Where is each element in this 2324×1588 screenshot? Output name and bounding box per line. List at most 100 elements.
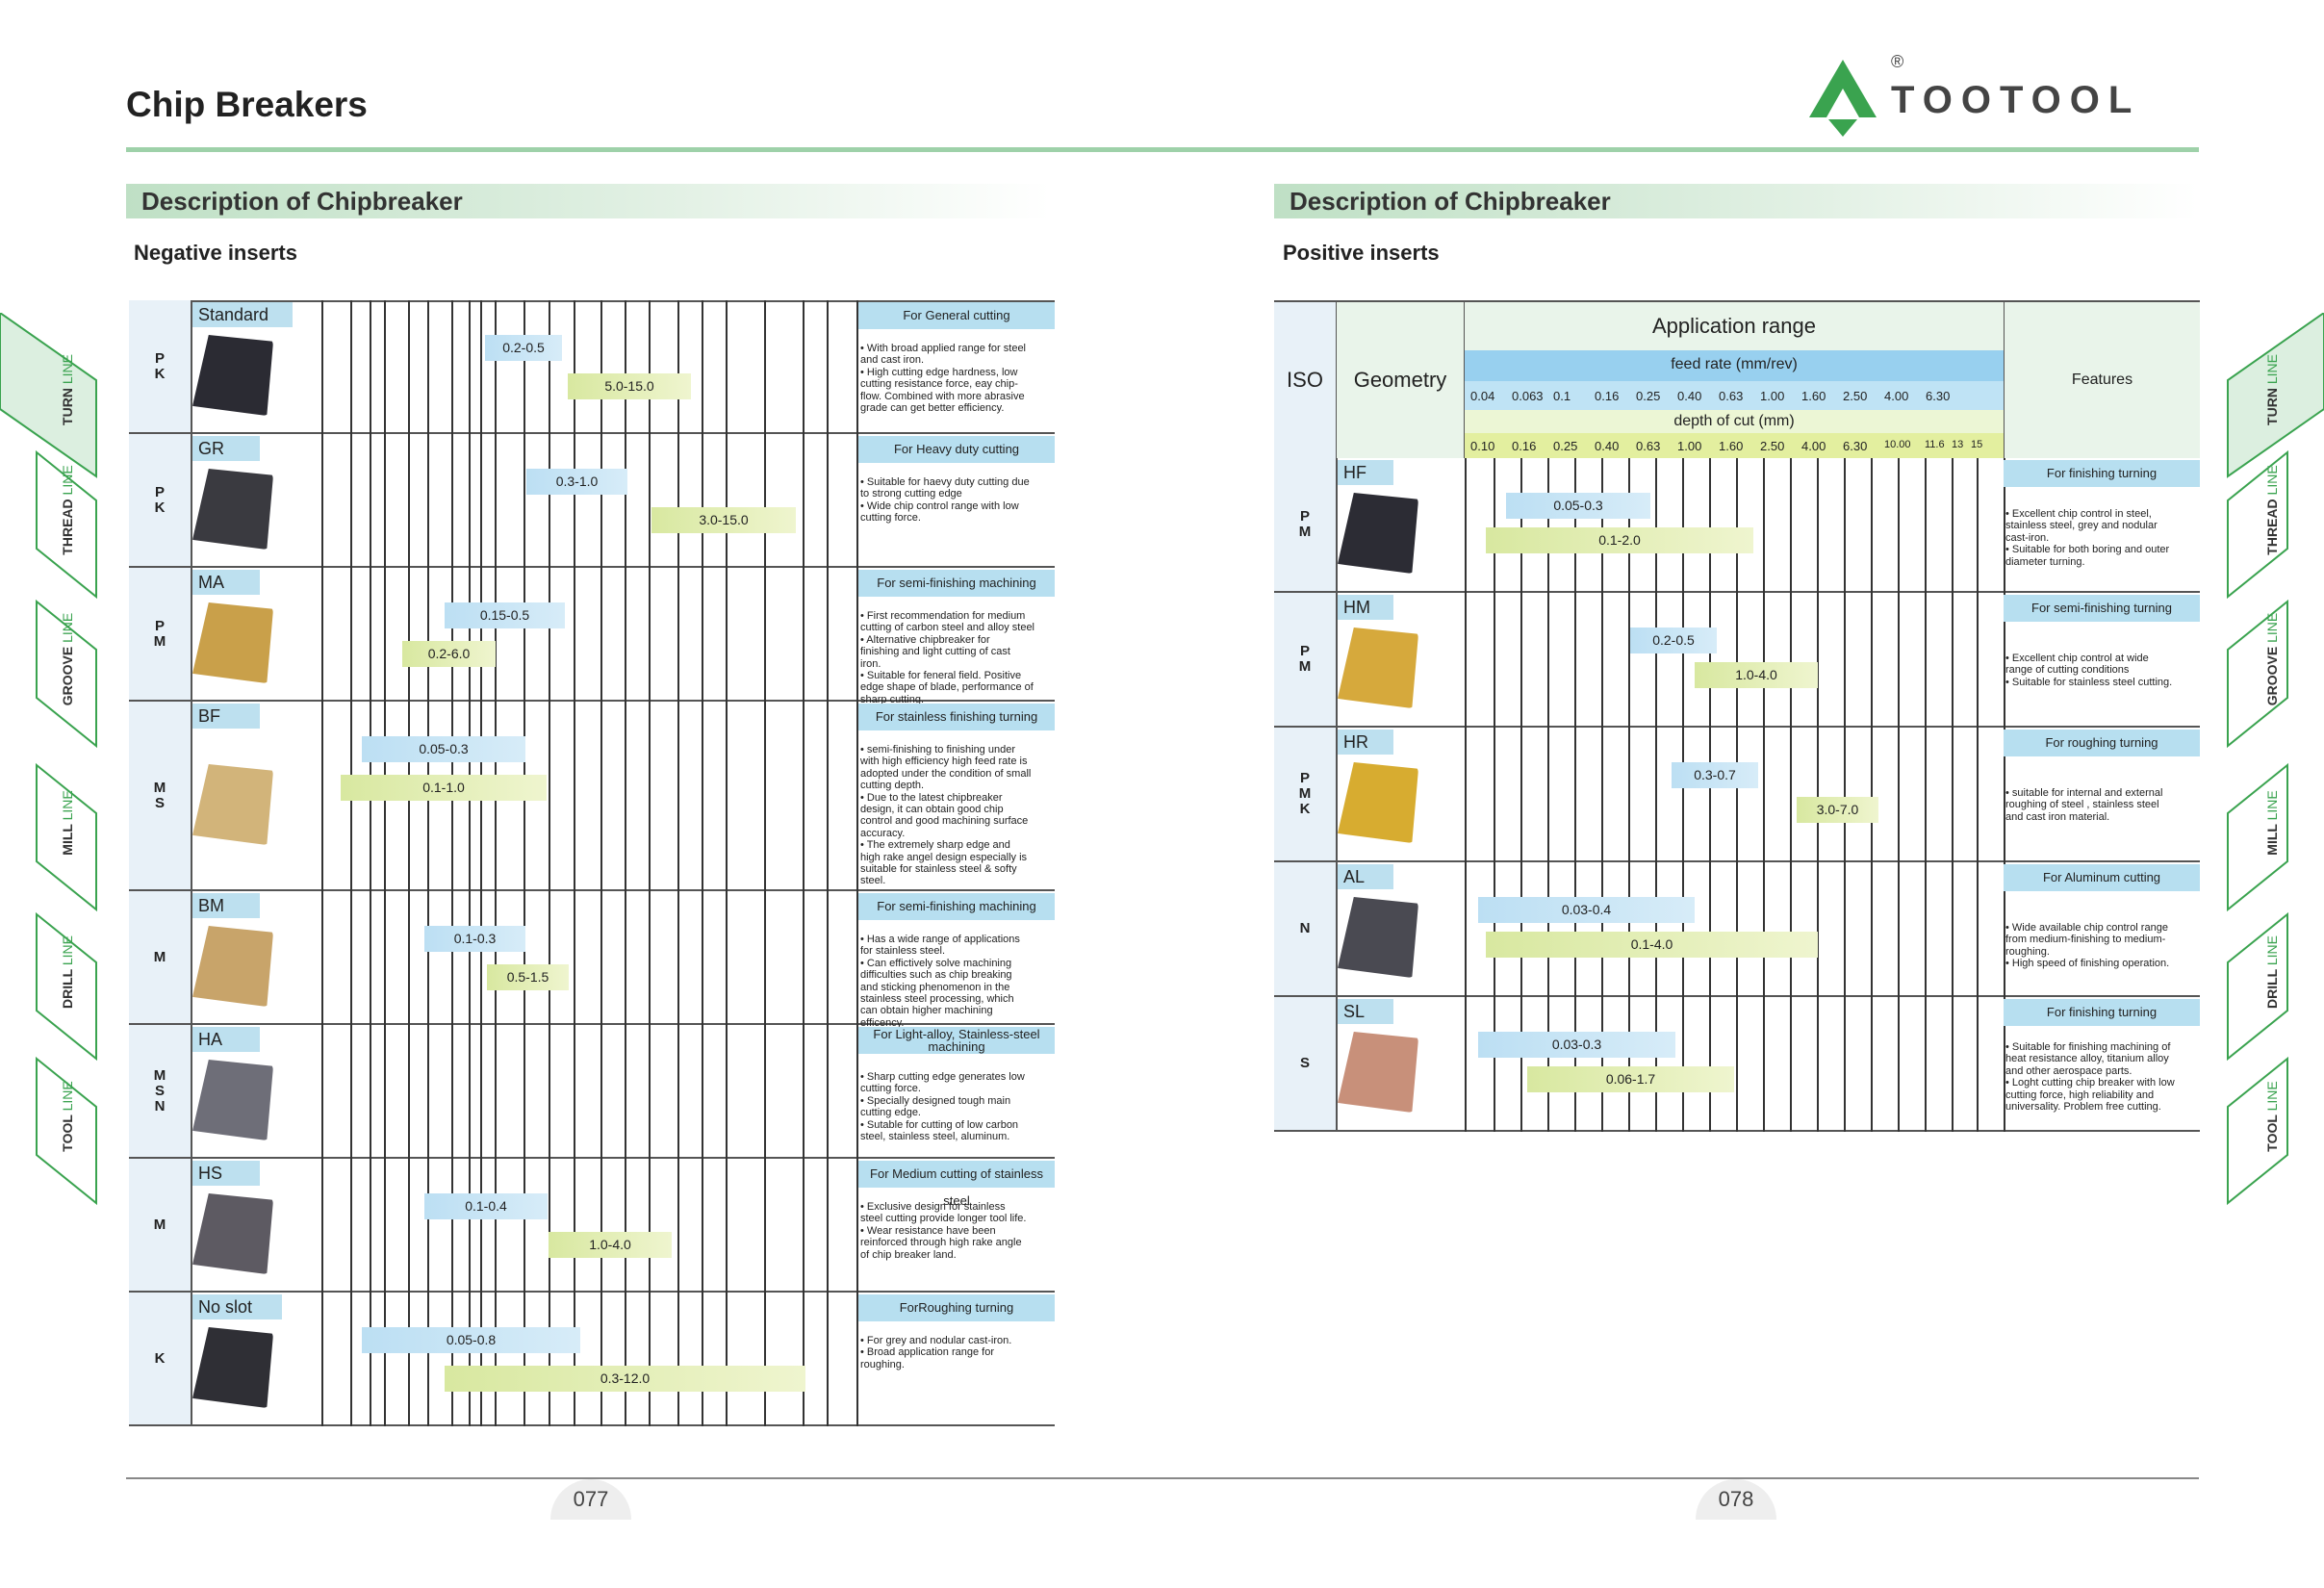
insert-image [192, 1193, 273, 1274]
grid-line [350, 1293, 352, 1426]
grid-line [1682, 862, 1684, 997]
tab-outline [2227, 911, 2288, 1062]
side-tab-drill[interactable]: DRILL LINE [0, 895, 97, 1062]
grid-line [677, 1159, 679, 1293]
grid-line [1871, 997, 1873, 1132]
header-rule [126, 147, 2199, 152]
feature-title: For semi-finishing turning [2004, 595, 2200, 622]
grid-line [1977, 593, 1979, 728]
side-tab-turn[interactable]: TURN LINE [0, 311, 97, 478]
grid-line [1547, 728, 1549, 862]
grid-line [1763, 997, 1765, 1132]
range-bar: 0.03-0.4 [1478, 897, 1695, 923]
side-tab-suffix: LINE [60, 612, 75, 643]
feature-title: For Aluminum cutting [2004, 864, 2200, 891]
side-tab-label: DRILL LINE [60, 914, 75, 1030]
feed-tick: 4.00 [1884, 389, 1909, 403]
grid-line [600, 1293, 602, 1426]
tab-outline [2227, 449, 2288, 600]
grid-line [1574, 997, 1576, 1132]
grid-line [469, 1159, 471, 1293]
grid-line [1465, 997, 1467, 1132]
grid-line [625, 1293, 626, 1426]
grid-line [321, 1293, 323, 1426]
grid-line [1952, 458, 1954, 593]
range-bar: 0.05-0.8 [362, 1327, 580, 1353]
grid-line [1574, 593, 1576, 728]
grid-line [1494, 728, 1495, 862]
grid-line [1520, 728, 1522, 862]
grid-line [625, 568, 626, 702]
side-tab-groove[interactable]: GROOVE LINE [0, 582, 97, 749]
iso-code: M [129, 891, 191, 1023]
grid-line [726, 891, 728, 1025]
side-tab-tool[interactable]: TOOL LINE [0, 1039, 97, 1206]
grid-line [524, 1159, 525, 1293]
grid-line [803, 702, 804, 891]
geometry-label: Standard [192, 302, 293, 327]
grid-line [574, 300, 575, 434]
feed-tick: 0.25 [1636, 389, 1661, 403]
grid-line [1709, 728, 1711, 862]
side-tab-turn[interactable]: TURN LINE [2226, 311, 2324, 478]
side-tab-thread[interactable]: THREAD LINE [0, 433, 97, 600]
grid-line [1601, 728, 1603, 862]
geometry-label: MA [192, 570, 260, 595]
grid-line [600, 1025, 602, 1159]
grid-line [677, 1025, 679, 1159]
side-tab-mill[interactable]: MILL LINE [2226, 746, 2314, 912]
grid-line [2004, 997, 2005, 1132]
grid-line [803, 1159, 804, 1293]
grid-line [1628, 458, 1630, 593]
grid-line [2004, 593, 2005, 728]
iso-code: M S [129, 702, 191, 889]
side-tab-tool[interactable]: TOOL LINE [2226, 1039, 2314, 1206]
depth-tick: 1.60 [1719, 439, 1744, 453]
grid-line [764, 1025, 766, 1159]
column-divider [191, 1025, 192, 1159]
geometry-label: HA [192, 1027, 260, 1052]
side-tab-mill[interactable]: MILL LINE [0, 746, 97, 912]
geometry-label: GR [192, 436, 260, 461]
tab-outline [36, 1056, 97, 1206]
grid-line [524, 891, 525, 1025]
grid-line [803, 1025, 804, 1159]
depth-tick: 10.00 [1884, 439, 1911, 450]
grid-line [495, 300, 497, 434]
geometry-label: AL [1338, 864, 1393, 889]
grid-line [649, 1025, 651, 1159]
side-tab-thread[interactable]: THREAD LINE [2226, 433, 2314, 600]
grid-line [469, 300, 471, 434]
features-header: Features [2004, 302, 2200, 458]
grid-line [427, 1159, 429, 1293]
tab-outline [36, 762, 97, 912]
grid-line [827, 702, 829, 891]
side-tab-name: THREAD [2264, 499, 2280, 555]
geometry-label: HR [1338, 730, 1393, 755]
side-tab-name: GROOVE [2264, 646, 2280, 706]
grid-line [480, 434, 482, 568]
feature-description: • semi-finishing to finishing under with… [860, 744, 1032, 887]
grid-line [495, 568, 497, 702]
feature-title: For finishing turning [2004, 460, 2200, 487]
range-bar: 0.15-0.5 [445, 602, 565, 628]
grid-line [1763, 728, 1765, 862]
range-bar: 0.05-0.3 [1506, 493, 1650, 519]
range-bar: 0.2-0.5 [1630, 628, 1717, 653]
side-tab-drill[interactable]: DRILL LINE [2226, 895, 2314, 1062]
grid-line [856, 1159, 858, 1293]
grid-line [480, 1159, 482, 1293]
insert-image [1338, 493, 1418, 574]
grid-line [625, 1025, 626, 1159]
grid-line [702, 300, 703, 434]
side-tab-groove[interactable]: GROOVE LINE [2226, 582, 2314, 749]
page-number-right: 078 [1696, 1479, 1776, 1520]
feature-description: • Suitable for finishing machining of he… [2005, 1041, 2175, 1114]
grid-line [370, 1025, 371, 1159]
iso-code: S [1274, 997, 1336, 1130]
grid-line [827, 891, 829, 1025]
grid-line [574, 1293, 575, 1426]
